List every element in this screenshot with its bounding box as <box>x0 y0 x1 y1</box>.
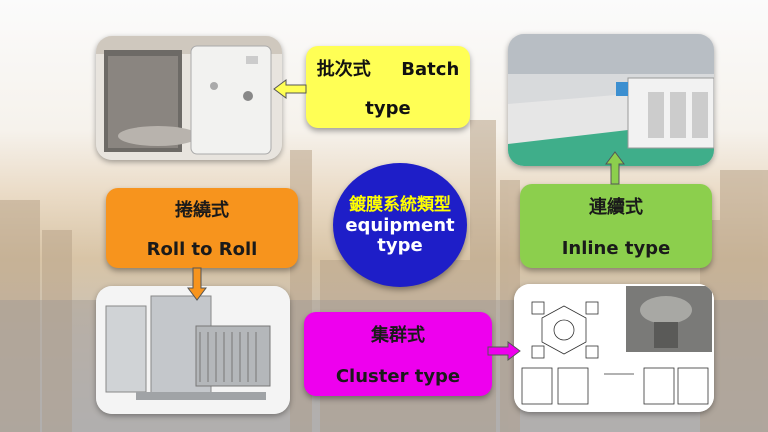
roll-to-roll-image <box>96 286 290 414</box>
batch-label-en2: type <box>365 98 411 120</box>
cluster-type-box: 集群式 Cluster type <box>304 312 492 396</box>
batch-coater-photo <box>96 36 282 160</box>
roll-to-roll-photo <box>96 286 290 414</box>
equipment-type-circle: 鍍膜系統類型 equipment type <box>333 163 467 287</box>
batch-coater-image <box>96 36 282 160</box>
cluster-system-image <box>514 284 714 412</box>
inline-system-photo <box>508 34 714 166</box>
arrow-up-icon <box>605 151 625 185</box>
center-line-type: type <box>377 235 423 256</box>
batch-label-en1: Batch <box>401 58 460 80</box>
inline-system-image <box>508 34 714 166</box>
arrow-right-icon <box>487 341 521 361</box>
roll-to-roll-box: 捲繞式 Roll to Roll <box>106 188 298 268</box>
inline-label-en: Inline type <box>561 237 671 259</box>
center-title-zh: 鍍膜系統類型 <box>349 195 451 215</box>
center-line-equipment: equipment <box>345 215 455 236</box>
cluster-label-en: Cluster type <box>335 365 461 387</box>
batch-type-box: 批次式 Batch type <box>306 46 470 128</box>
batch-label-zh: 批次式 <box>316 58 371 80</box>
cluster-label-zh: 集群式 <box>371 325 425 347</box>
inline-label-zh: 連續式 <box>589 197 643 219</box>
batch-label-line1: 批次式 Batch <box>317 55 460 81</box>
arrow-down-icon <box>187 267 207 301</box>
roll-label-en: Roll to Roll <box>146 238 258 260</box>
cluster-system-photo <box>514 284 714 412</box>
roll-label-zh: 捲繞式 <box>175 200 229 222</box>
inline-type-box: 連續式 Inline type <box>520 184 712 268</box>
arrow-left-icon <box>273 79 307 99</box>
